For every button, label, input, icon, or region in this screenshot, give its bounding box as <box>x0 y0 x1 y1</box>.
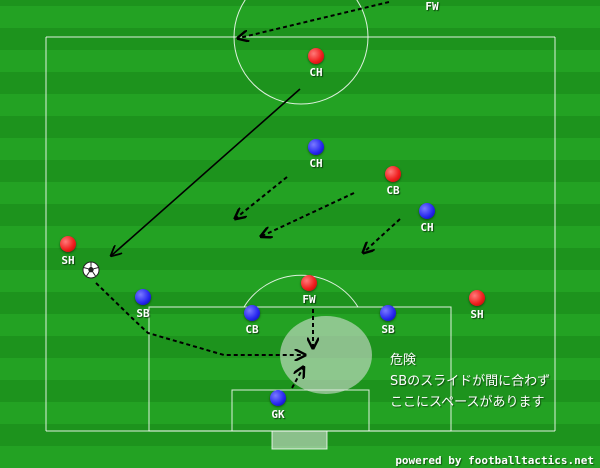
gk-step-arrow <box>291 368 303 389</box>
credit-text: powered by footballtactics.net <box>395 454 594 467</box>
danger-note: 危険 SBのスライドが間に合わず ここにスペースがあります <box>390 350 550 413</box>
player-label: SB <box>136 307 150 320</box>
goal <box>271 430 328 450</box>
player-label: GK <box>271 408 285 421</box>
note-line: SBのスライドが間に合わず <box>390 374 551 389</box>
player-label: FW <box>425 0 439 13</box>
player-marker <box>385 166 401 182</box>
player-label: CH <box>309 66 323 79</box>
player-label: SB <box>381 323 395 336</box>
player-label: FW <box>302 293 316 306</box>
center-circle <box>233 0 369 105</box>
danger-zone <box>280 316 372 394</box>
player-label: SH <box>470 308 484 321</box>
player-marker <box>308 48 324 64</box>
player-label: CB <box>386 184 400 197</box>
ch-blue-shift-arrow <box>236 176 288 218</box>
player-marker <box>135 289 151 305</box>
goal-area <box>231 389 370 432</box>
dribble-run-arrow <box>95 282 304 355</box>
penalty-arc <box>243 274 359 308</box>
player-marker <box>60 236 76 252</box>
note-heading: 危険 <box>390 353 417 368</box>
player-marker <box>380 305 396 321</box>
player-marker <box>419 203 435 219</box>
player-marker <box>301 275 317 291</box>
football-icon[interactable] <box>82 261 100 279</box>
player-marker <box>308 139 324 155</box>
player-label: CB <box>245 323 259 336</box>
cb-red-run-arrow <box>262 192 355 236</box>
player-marker <box>270 390 286 406</box>
player-label: SH <box>61 254 75 267</box>
player-label: CH <box>309 157 323 170</box>
ch-blue-right-shift-arrow <box>364 218 401 252</box>
player-label: CH <box>420 221 434 234</box>
player-marker <box>469 290 485 306</box>
player-marker <box>244 305 260 321</box>
fw-run-arrow <box>239 1 390 38</box>
note-line: ここにスペースがあります <box>390 395 545 410</box>
long-pass-arrow <box>112 88 301 255</box>
